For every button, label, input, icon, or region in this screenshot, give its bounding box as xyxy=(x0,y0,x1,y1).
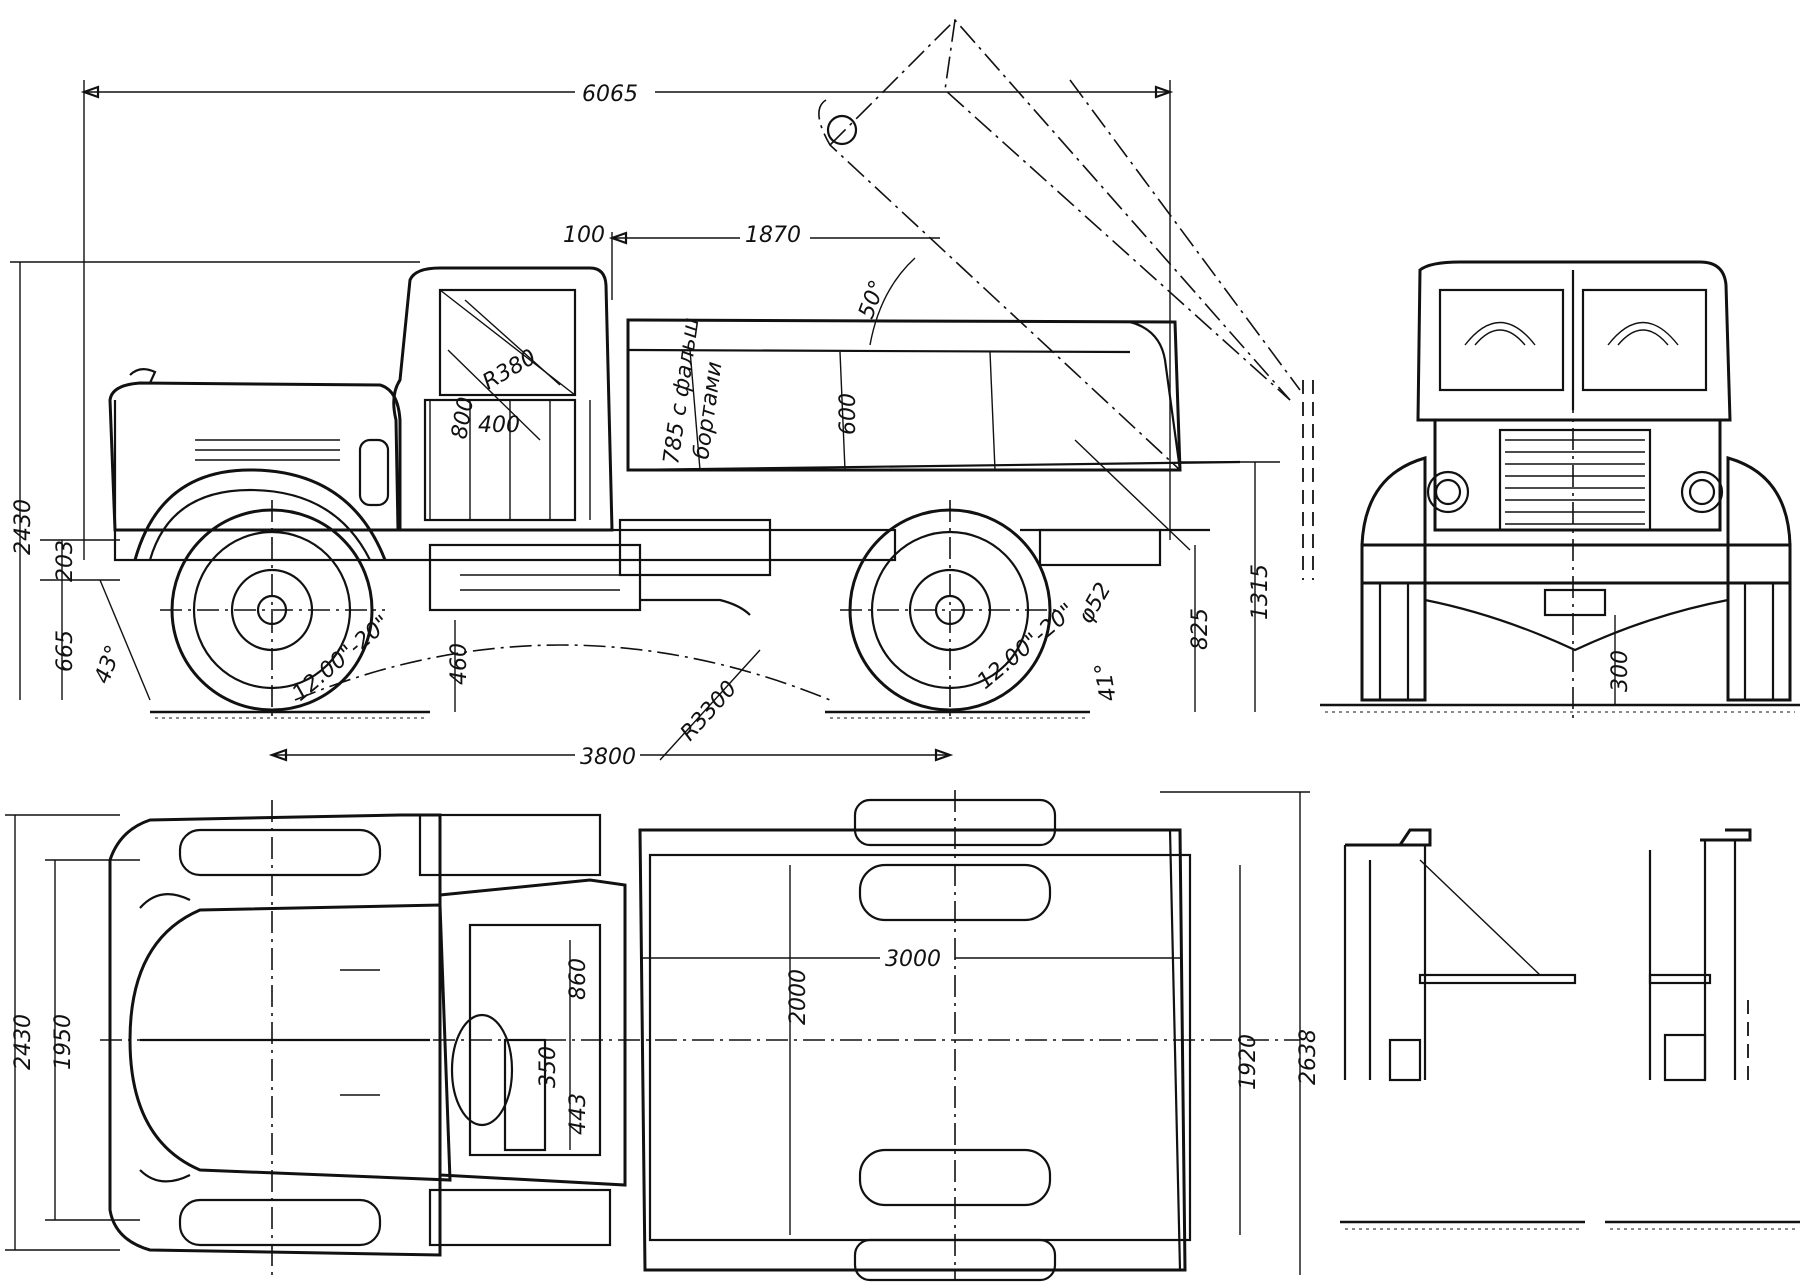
cab-offset-label: 100 xyxy=(563,223,605,248)
overall-length-dimension: 6065 xyxy=(80,80,1174,560)
body-dist-label: 1870 xyxy=(745,223,801,248)
overall-height-dimension: 2430 xyxy=(10,261,420,700)
front-height-label: 665 xyxy=(53,630,78,672)
chassis-frame xyxy=(113,518,1210,616)
body-length-label: 3000 xyxy=(885,947,941,972)
hood xyxy=(108,368,402,532)
door-radius-label: R380 xyxy=(479,345,541,395)
rear-825-label: 825 xyxy=(1188,608,1213,650)
seat-800-label: 800 xyxy=(447,395,479,441)
tire-front-label: 12.00"-20" xyxy=(288,611,395,707)
body-width-label: 2000 xyxy=(786,969,811,1025)
rear-track-label: 1920 xyxy=(1236,1034,1261,1090)
cab-350-label: 350 xyxy=(536,1046,561,1088)
rear-detail-left xyxy=(1340,828,1585,1230)
seat-400-label: 400 xyxy=(478,413,520,438)
front-height-dimensions: 203 665 43° xyxy=(40,539,151,701)
side-ground xyxy=(150,710,1090,719)
tilted-body xyxy=(818,18,1301,471)
rear-dimensions: φ52 41° 825 1315 xyxy=(1074,380,1314,712)
tilt-angle-label: 50° xyxy=(854,277,891,322)
overall-height-label: 2430 xyxy=(11,499,36,555)
height-1315-label: 1315 xyxy=(1248,564,1273,620)
clearance-label: 460 xyxy=(447,643,472,685)
approach-angle-label: 43° xyxy=(90,642,127,687)
front-view: 300 xyxy=(1320,260,1800,720)
bumper-height-label: 203 xyxy=(53,540,78,582)
overall-length-label: 6065 xyxy=(582,82,638,107)
wheelbase-label: 3800 xyxy=(580,745,636,770)
plan-view: 2430 1950 860 350 443 2000 3000 xyxy=(5,790,1321,1282)
rear-wheel: 12.00"-20" xyxy=(840,500,1080,720)
body-position-dimensions: 100 1870 50° xyxy=(563,223,940,346)
side-height-label: 600 xyxy=(836,393,861,435)
front-track-label: 1950 xyxy=(51,1014,76,1070)
cab-outline: R380 800 400 xyxy=(392,266,614,532)
rear-detail-right xyxy=(1605,828,1800,1230)
departure-angle-label: 41° xyxy=(1091,661,1122,704)
side-view: 6065 2430 203 665 43° xyxy=(10,18,1314,770)
hinge-dia-label: φ52 xyxy=(1074,579,1117,628)
wheelbase-dimension: 3800 xyxy=(268,745,954,770)
plan-width-label: 2430 xyxy=(11,1014,36,1070)
front-wheel: 12.00"-20" xyxy=(160,500,395,720)
turn-radius-label: R3300 xyxy=(676,676,742,746)
front-fender xyxy=(133,468,387,561)
rear-width-label: 2638 xyxy=(1296,1029,1321,1085)
front-clearance-label: 300 xyxy=(1608,650,1633,692)
dump-body: 785 с фальш бортами 600 xyxy=(626,316,1241,472)
